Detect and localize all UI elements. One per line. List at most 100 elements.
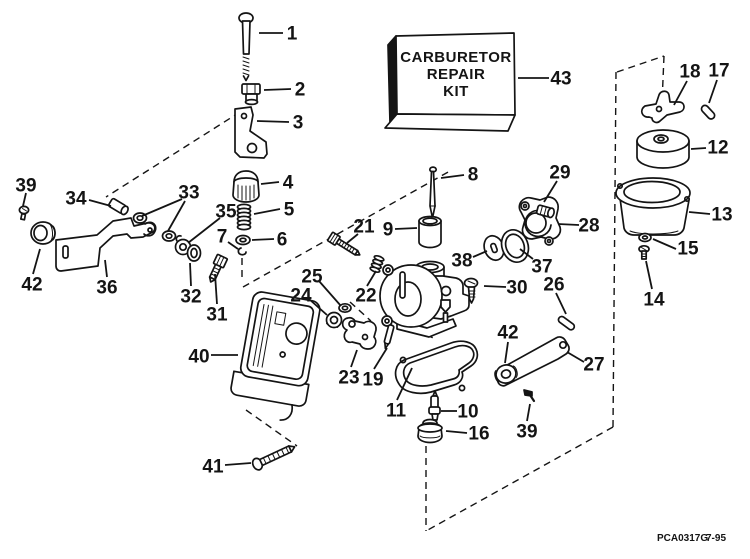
part-23-float-arm — [341, 316, 377, 350]
callout-28: 28 — [578, 216, 599, 237]
part-32-retainer — [186, 244, 202, 262]
part-28-29-pump-cover — [518, 196, 562, 246]
part-41-screw — [251, 445, 296, 471]
callout-10: 10 — [457, 402, 478, 423]
part-16-valve-seat — [417, 418, 443, 444]
callout-9: 9 — [383, 220, 394, 241]
leader-line-28 — [557, 223, 580, 226]
leader-line-13 — [688, 211, 711, 215]
callout-32: 32 — [180, 287, 201, 308]
callout-38: 38 — [451, 251, 472, 272]
leader-line-36 — [104, 259, 108, 278]
callout-18: 18 — [679, 62, 700, 83]
leader-line-15 — [652, 238, 677, 250]
part-39-screw-right — [523, 389, 536, 403]
part-14-screw — [638, 244, 650, 260]
callout-40: 40 — [188, 347, 209, 368]
part-39-screw-left — [18, 205, 30, 221]
part-42-grommet-left — [30, 221, 56, 245]
callout-26: 26 — [543, 275, 564, 296]
leader-line-42 — [32, 248, 41, 275]
footer-part-code: PCA0317G — [657, 533, 708, 544]
leader-line-17 — [708, 79, 718, 104]
part-4-cap — [232, 170, 260, 203]
callout-37: 37 — [531, 257, 552, 278]
kit-box-line-3: KIT — [443, 83, 469, 100]
part-36-lever-arm — [55, 217, 157, 272]
part-26-pin — [557, 315, 576, 331]
callout-3: 3 — [293, 113, 304, 134]
leader-line-41 — [224, 462, 252, 466]
callout-16: 16 — [468, 424, 489, 445]
leader-line-11 — [396, 367, 413, 401]
part-31-screw — [208, 253, 229, 283]
leader-line-39 — [526, 403, 531, 422]
callout-17: 17 — [708, 61, 729, 82]
callout-31: 31 — [206, 305, 228, 326]
part-10-needle-valve — [428, 390, 441, 421]
part-1-screw — [238, 12, 254, 82]
part-42-grommet-right — [494, 364, 518, 384]
callout-12: 12 — [707, 138, 728, 159]
leader-line-22 — [366, 270, 377, 287]
part-37-seal — [500, 229, 530, 263]
leader-line-6 — [251, 238, 275, 241]
leader-line-27 — [566, 351, 585, 363]
leader-line-3 — [256, 120, 290, 123]
leader-line-7 — [227, 241, 239, 250]
callout-43: 43 — [550, 69, 571, 90]
leader-line-18 — [673, 80, 688, 106]
callout-6: 6 — [277, 230, 288, 251]
leader-line-12 — [690, 147, 707, 150]
leader-line-34 — [88, 199, 112, 207]
callout-42: 42 — [497, 323, 518, 344]
kit-box-line-2: REPAIR — [427, 66, 486, 83]
callout-5: 5 — [284, 200, 295, 221]
callout-27: 27 — [583, 355, 604, 376]
callout-35: 35 — [215, 202, 237, 223]
callout-33: 33 — [178, 183, 199, 204]
part-40-air-box — [230, 291, 321, 421]
footer-date-code: 7-95 — [706, 533, 726, 544]
leader-line-37 — [519, 248, 534, 260]
leader-line-16 — [445, 430, 468, 434]
leader-line-42 — [504, 341, 509, 364]
part-carburetor-body — [379, 260, 470, 338]
callout-22: 22 — [355, 286, 376, 307]
callout-11: 11 — [386, 401, 407, 422]
callout-14: 14 — [643, 290, 665, 311]
leader-line-14 — [645, 260, 653, 290]
callout-36: 36 — [96, 278, 117, 299]
part-11-gasket — [394, 340, 479, 395]
leader-line-35 — [187, 217, 221, 244]
leader-line-9 — [394, 227, 418, 230]
leader-line-5 — [253, 208, 281, 215]
leader-line-21 — [346, 233, 359, 244]
callout-4: 4 — [283, 173, 294, 194]
footer: PCA0317G 7-95 — [657, 533, 726, 544]
callout-13: 13 — [711, 205, 732, 226]
leader-line-33 — [167, 200, 186, 232]
part-19-pin — [383, 324, 395, 350]
part-2-bolt — [241, 83, 261, 106]
leader-line-19 — [373, 347, 388, 370]
part-6-washer — [235, 234, 251, 246]
part-18-lever — [640, 90, 685, 124]
callout-15: 15 — [677, 239, 699, 260]
part-8-needle — [428, 166, 438, 219]
part-13-float-bowl — [615, 177, 691, 236]
callout-39: 39 — [516, 422, 537, 443]
leader-line-2 — [263, 88, 292, 91]
leader-line-39 — [22, 192, 27, 207]
part-17-pin — [700, 104, 716, 120]
callout-29: 29 — [549, 163, 570, 184]
leader-line-23 — [350, 349, 358, 368]
callout-30: 30 — [506, 278, 527, 299]
leader-line-32 — [189, 262, 192, 287]
callout-2: 2 — [295, 80, 306, 101]
callout-24: 24 — [290, 286, 312, 307]
callout-23: 23 — [338, 368, 359, 389]
part-30-screw — [463, 277, 479, 304]
